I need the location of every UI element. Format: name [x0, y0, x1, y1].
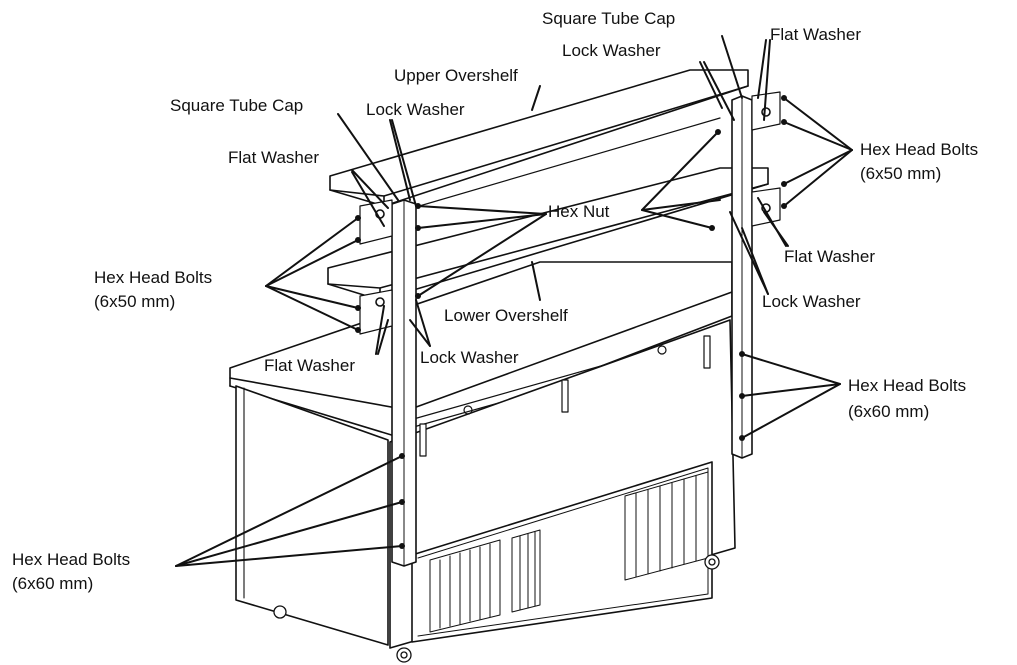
- label-hex-head-bolts-left-upper-size: (6x50 mm): [94, 292, 176, 311]
- vent-mid: [511, 529, 541, 613]
- label-flat-washer-right-mid: Flat Washer: [784, 247, 876, 266]
- left-post: [359, 199, 417, 567]
- leader-lines: [175, 35, 853, 567]
- label-lower-overshelf: Lower Overshelf: [444, 306, 568, 325]
- label-flat-washer-top-right: Flat Washer: [770, 25, 862, 44]
- label-hex-head-bolts-right-lower-size: (6x60 mm): [848, 402, 930, 421]
- label-upper-overshelf: Upper Overshelf: [394, 66, 518, 85]
- label-hex-head-bolts-right-upper: Hex Head Bolts: [860, 140, 979, 159]
- right-post: [731, 91, 781, 459]
- label-hex-head-bolts-left-upper: Hex Head Bolts: [94, 268, 213, 287]
- label-hex-head-bolts-left-lower: Hex Head Bolts: [12, 550, 131, 569]
- label-hex-nut: Hex Nut: [548, 202, 610, 221]
- label-lock-washer-left: Lock Washer: [366, 100, 465, 119]
- hinges: [419, 335, 711, 457]
- label-lock-washer-right-mid: Lock Washer: [762, 292, 861, 311]
- label-hex-head-bolts-right-lower: Hex Head Bolts: [848, 376, 967, 395]
- cabinet-left-side: [235, 385, 389, 646]
- label-hex-head-bolts-right-upper-size: (6x50 mm): [860, 164, 942, 183]
- label-flat-washer-left-upper: Flat Washer: [228, 148, 320, 167]
- label-hex-head-bolts-left-lower-size: (6x60 mm): [12, 574, 94, 593]
- cabinet: [229, 261, 736, 663]
- label-square-tube-cap-top: Square Tube Cap: [542, 9, 676, 28]
- vent-left: [429, 539, 501, 633]
- label-lock-washer-left-lower: Lock Washer: [420, 348, 519, 367]
- label-flat-washer-left-lower: Flat Washer: [264, 356, 356, 375]
- label-lock-washer-top-right: Lock Washer: [562, 41, 661, 60]
- casters: [273, 554, 720, 663]
- vent-right: [624, 471, 709, 581]
- label-square-tube-cap-left: Square Tube Cap: [170, 96, 304, 115]
